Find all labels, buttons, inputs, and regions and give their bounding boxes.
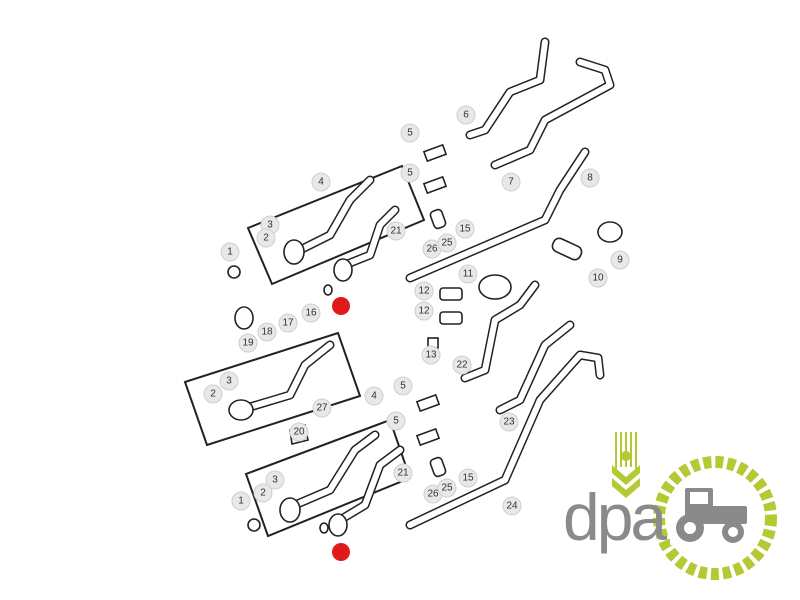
callout-number: 15 — [462, 473, 474, 484]
callout-5: 5 — [386, 411, 406, 431]
highlight-marker-top — [332, 297, 350, 315]
callout-6: 6 — [456, 105, 476, 125]
callout-12: 12 — [414, 281, 434, 301]
callout-number: 12 — [418, 306, 430, 317]
dpa-logo: dpa — [563, 432, 777, 580]
callout-number: 10 — [592, 273, 604, 284]
parts — [227, 143, 623, 537]
callout-12: 12 — [414, 301, 434, 321]
callout-number: 16 — [305, 308, 317, 319]
callout-18: 18 — [257, 322, 277, 342]
callout-2: 2 — [253, 483, 273, 503]
callout-9: 9 — [610, 250, 630, 270]
callout-number: 2 — [260, 488, 266, 499]
assembly-box-top — [246, 164, 426, 286]
callout-number: 3 — [267, 220, 273, 231]
callout-15: 15 — [458, 468, 478, 488]
callout-21: 21 — [393, 463, 413, 483]
callout-21: 21 — [386, 221, 406, 241]
callout-19: 19 — [238, 333, 258, 353]
callout-3: 3 — [219, 371, 239, 391]
callout-number: 18 — [261, 327, 273, 338]
callout-8: 8 — [580, 168, 600, 188]
callout-number: 4 — [318, 177, 324, 188]
callout-4: 4 — [311, 172, 331, 192]
wheat-icon — [612, 432, 640, 498]
tractor-icon — [676, 488, 747, 543]
callout-25: 25 — [437, 233, 457, 253]
callout-22: 22 — [452, 355, 472, 375]
callout-number: 5 — [407, 168, 413, 179]
hydraulic-lines — [235, 37, 615, 530]
callout-1: 1 — [231, 491, 251, 511]
callout-number: 5 — [407, 128, 413, 139]
callout-10: 10 — [588, 268, 608, 288]
callout-number: 20 — [293, 427, 305, 438]
logo-text: dpa — [563, 480, 667, 554]
callout-number: 6 — [463, 110, 469, 121]
callout-16: 16 — [301, 303, 321, 323]
callout-number: 22 — [456, 360, 468, 371]
callout-23: 23 — [499, 412, 519, 432]
callout-15: 15 — [455, 219, 475, 239]
callout-number: 13 — [425, 350, 437, 361]
callout-number: 9 — [617, 255, 623, 266]
callout-number: 2 — [210, 389, 216, 400]
callout-number: 1 — [227, 247, 233, 258]
callout-number: 25 — [441, 238, 453, 249]
callout-number: 8 — [587, 173, 593, 184]
callout-number: 26 — [427, 489, 439, 500]
callout-number: 5 — [400, 381, 406, 392]
callout-17: 17 — [278, 313, 298, 333]
callout-7: 7 — [501, 172, 521, 192]
callout-number: 4 — [371, 391, 377, 402]
callout-5: 5 — [400, 163, 420, 183]
callout-13: 13 — [421, 345, 441, 365]
callout-20: 20 — [289, 422, 309, 442]
callout-number: 15 — [459, 224, 471, 235]
callout-11: 11 — [458, 264, 478, 284]
callout-number: 21 — [397, 468, 409, 479]
highlight-marker-bottom — [332, 543, 350, 561]
callout-number: 23 — [503, 417, 515, 428]
callout-number: 27 — [316, 403, 328, 414]
callout-number: 3 — [226, 376, 232, 387]
callout-number: 1 — [238, 496, 244, 507]
callout-number: 19 — [242, 338, 254, 349]
callout-number: 21 — [390, 226, 402, 237]
callout-4: 4 — [364, 386, 384, 406]
callout-2: 2 — [256, 228, 276, 248]
callout-number: 2 — [263, 233, 269, 244]
callout-number: 5 — [393, 416, 399, 427]
callout-24: 24 — [502, 496, 522, 516]
callout-number: 17 — [282, 318, 294, 329]
callout-3: 3 — [265, 470, 285, 490]
callout-number: 25 — [441, 483, 453, 494]
callout-5: 5 — [400, 123, 420, 143]
callout-number: 24 — [506, 501, 518, 512]
callout-number: 12 — [418, 286, 430, 297]
callout-5: 5 — [393, 376, 413, 396]
callout-1: 1 — [220, 242, 240, 262]
callout-25: 25 — [437, 478, 457, 498]
callout-number: 11 — [463, 269, 474, 280]
callout-27: 27 — [312, 398, 332, 418]
callout-number: 26 — [426, 244, 438, 255]
callout-number: 3 — [272, 475, 278, 486]
callout-2: 2 — [203, 384, 223, 404]
assembly-box-middle — [183, 331, 362, 447]
callout-number: 7 — [508, 177, 514, 188]
